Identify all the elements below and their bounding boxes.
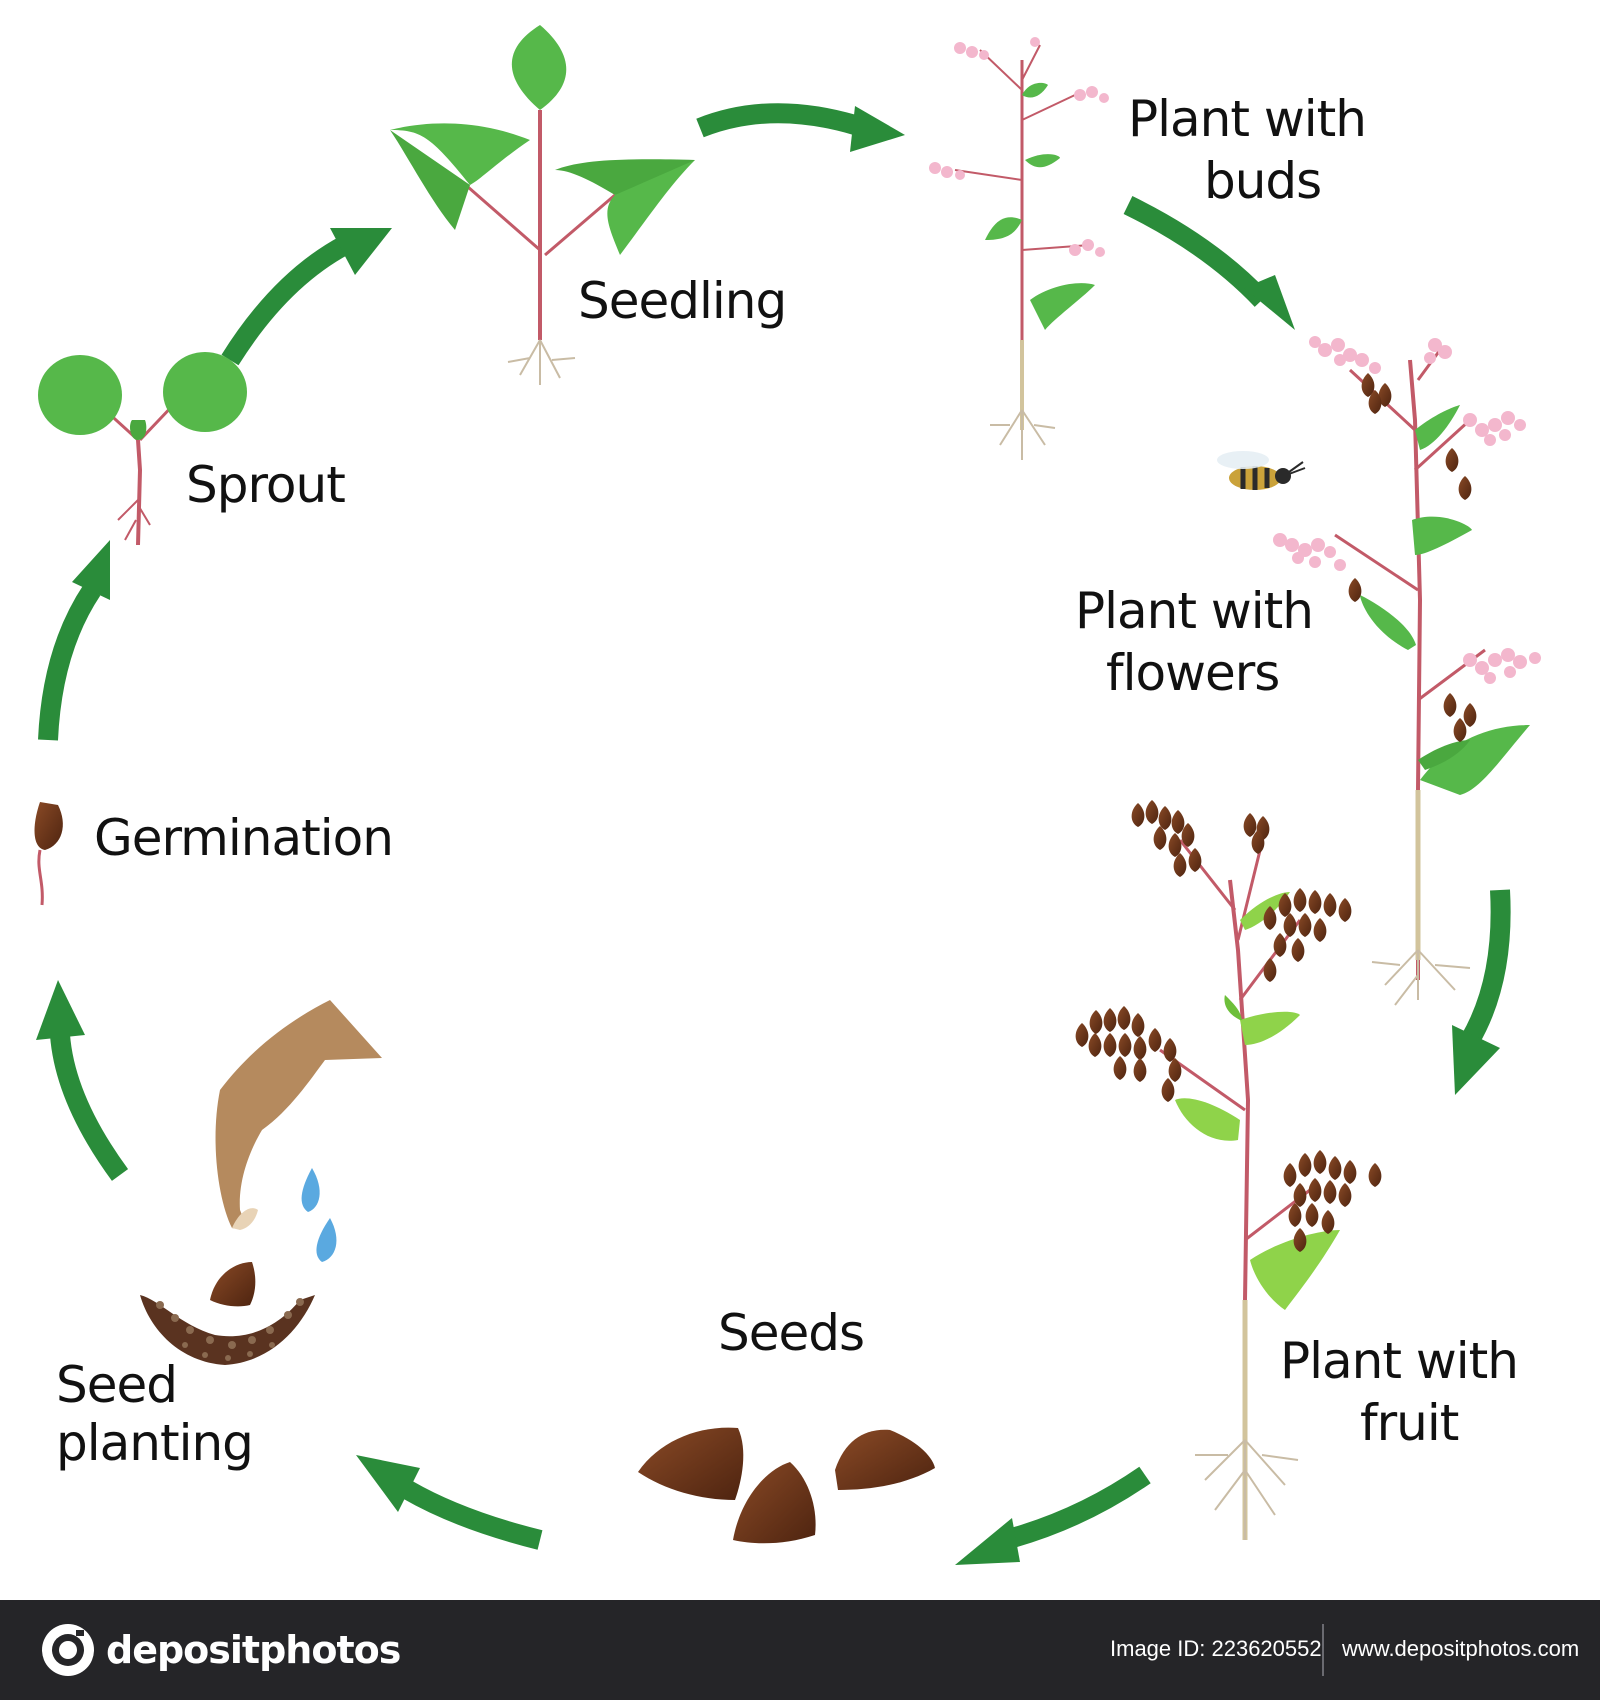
arrow-flowers-to-fruit [1452, 889, 1511, 1095]
depositphotos-logo[interactable]: depositphotos [40, 1620, 401, 1680]
camera-logo-icon [42, 1624, 94, 1676]
label-germination: Germination [94, 809, 393, 867]
arrow-fruit-to-seeds [955, 1466, 1151, 1565]
stage-labels: Seedling Plant with buds Plant with flow… [56, 90, 1519, 1472]
arrow-seeds-to-planting [356, 1455, 543, 1550]
label-fruit-line1: Plant with [1280, 1332, 1518, 1390]
bee-icon [1217, 451, 1306, 490]
label-buds-line2: buds [1204, 152, 1321, 210]
seedling-illustration [390, 25, 695, 385]
arrow-buds-to-flowers [1123, 196, 1295, 330]
label-buds-line1: Plant with [1128, 90, 1366, 148]
logo-text: depositphotos [106, 1628, 401, 1672]
arrow-seedling-to-buds [696, 103, 905, 152]
arrow-germination-to-sprout [38, 540, 110, 741]
plant-with-flowers-illustration [1273, 336, 1541, 1006]
sprout-illustration [38, 352, 247, 546]
arrow-planting-to-germination [36, 980, 129, 1181]
label-flowers-line1: Plant with [1075, 582, 1313, 640]
site-url-link[interactable]: www.depositphotos.com [1342, 1636, 1580, 1661]
label-sprout: Sprout [186, 456, 345, 514]
germination-illustration [34, 802, 63, 906]
life-cycle-diagram: Seedling Plant with buds Plant with flow… [34, 25, 1541, 1565]
image-id: Image ID: 223620552 [1110, 1636, 1322, 1661]
label-seeds: Seeds [718, 1304, 864, 1362]
label-seedling: Seedling [578, 272, 786, 330]
plant-with-fruit-illustration [1075, 800, 1382, 1540]
label-planting-line2: planting [56, 1414, 253, 1472]
arrow-sprout-to-seedling [221, 228, 392, 366]
label-fruit-line2: fruit [1360, 1394, 1459, 1452]
plant-with-buds-illustration [929, 37, 1109, 460]
label-planting-line1: Seed [56, 1356, 177, 1414]
label-flowers-line2: flowers [1106, 644, 1279, 702]
seeds-illustration [638, 1427, 935, 1544]
footer-divider [1322, 1624, 1324, 1676]
seed-planting-illustration [140, 1000, 382, 1365]
cycle-arrows [36, 103, 1511, 1565]
stock-footer: depositphotos Image ID: 223620552 www.de… [0, 1600, 1600, 1700]
